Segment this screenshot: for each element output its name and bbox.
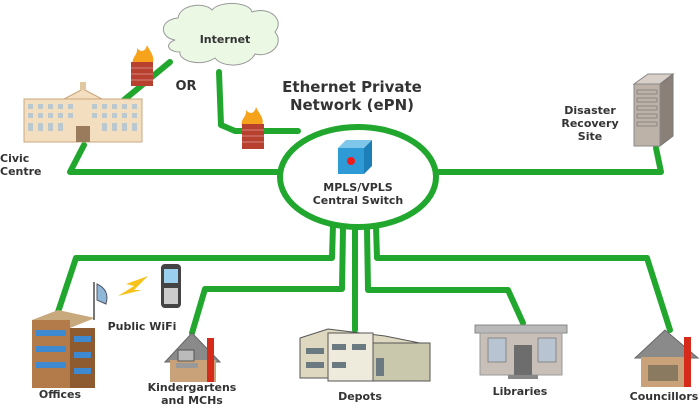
kinder-label-line2: and MCHs — [161, 394, 223, 407]
mobile-phone-icon — [161, 264, 181, 308]
internet-cloud-icon — [162, 3, 279, 66]
epn-ellipse — [277, 124, 439, 230]
link-internet-epn — [216, 69, 301, 134]
epn-title: Ethernet Private Network (ePN) — [262, 78, 442, 114]
firewall-icon-1 — [131, 45, 154, 86]
depots-icon — [299, 328, 431, 382]
kindergartens-label: Kindergartens and MCHs — [140, 381, 244, 407]
public-wifi-label: Public WiFi — [107, 320, 177, 333]
councillors-icon — [633, 329, 700, 387]
kindergarten-icon — [163, 332, 222, 382]
library-icon — [474, 324, 568, 379]
internet-label: Internet — [199, 33, 251, 46]
or-label: OR — [175, 79, 197, 94]
dr-label-line1: Disaster — [564, 104, 616, 117]
wifi-signal-icon — [118, 276, 148, 296]
epn-title-line1: Ethernet Private — [282, 78, 422, 96]
switch-icon — [338, 140, 372, 174]
firewall-icon-2 — [241, 107, 264, 149]
epn-title-line2: Network (ePN) — [289, 96, 415, 114]
link-kinder — [189, 225, 346, 336]
civic-centre-label: Civic Centre — [0, 152, 46, 178]
disaster-recovery-icon — [632, 72, 675, 148]
civic-label-line1: Civic — [0, 152, 30, 165]
dr-label-line2: Recovery — [561, 117, 619, 130]
link-councillors — [373, 223, 673, 333]
depots-label: Depots — [338, 390, 382, 403]
libraries-label: Libraries — [492, 385, 548, 398]
link-libraries — [364, 225, 526, 326]
civic-centre-icon — [23, 82, 143, 143]
kinder-label-line1: Kindergartens — [147, 381, 237, 394]
civic-label-line2: Centre — [0, 165, 42, 178]
dr-label-line3: Site — [577, 130, 603, 143]
link-civic — [67, 142, 288, 175]
link-dr — [432, 145, 664, 175]
councillors-label: Councillors — [629, 390, 699, 403]
disaster-recovery-label: Disaster Recovery Site — [554, 104, 626, 143]
offices-icon — [32, 282, 108, 388]
link-offices — [55, 222, 336, 315]
switch-label: MPLS/VPLS Central Switch — [300, 181, 416, 207]
switch-label-line1: MPLS/VPLS — [323, 181, 393, 194]
switch-label-line2: Central Switch — [312, 194, 404, 207]
offices-label: Offices — [38, 388, 82, 401]
